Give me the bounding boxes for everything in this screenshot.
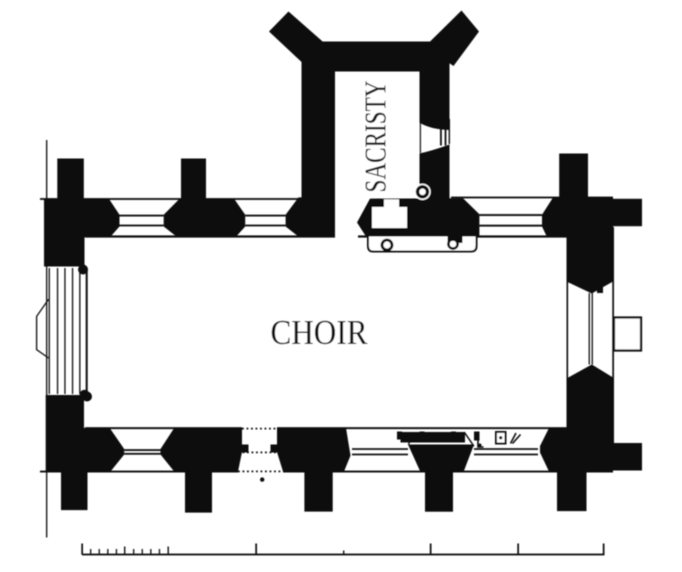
- svg-text:SACRISTY: SACRISTY: [358, 81, 393, 193]
- svg-text:CHOIR: CHOIR: [271, 313, 369, 352]
